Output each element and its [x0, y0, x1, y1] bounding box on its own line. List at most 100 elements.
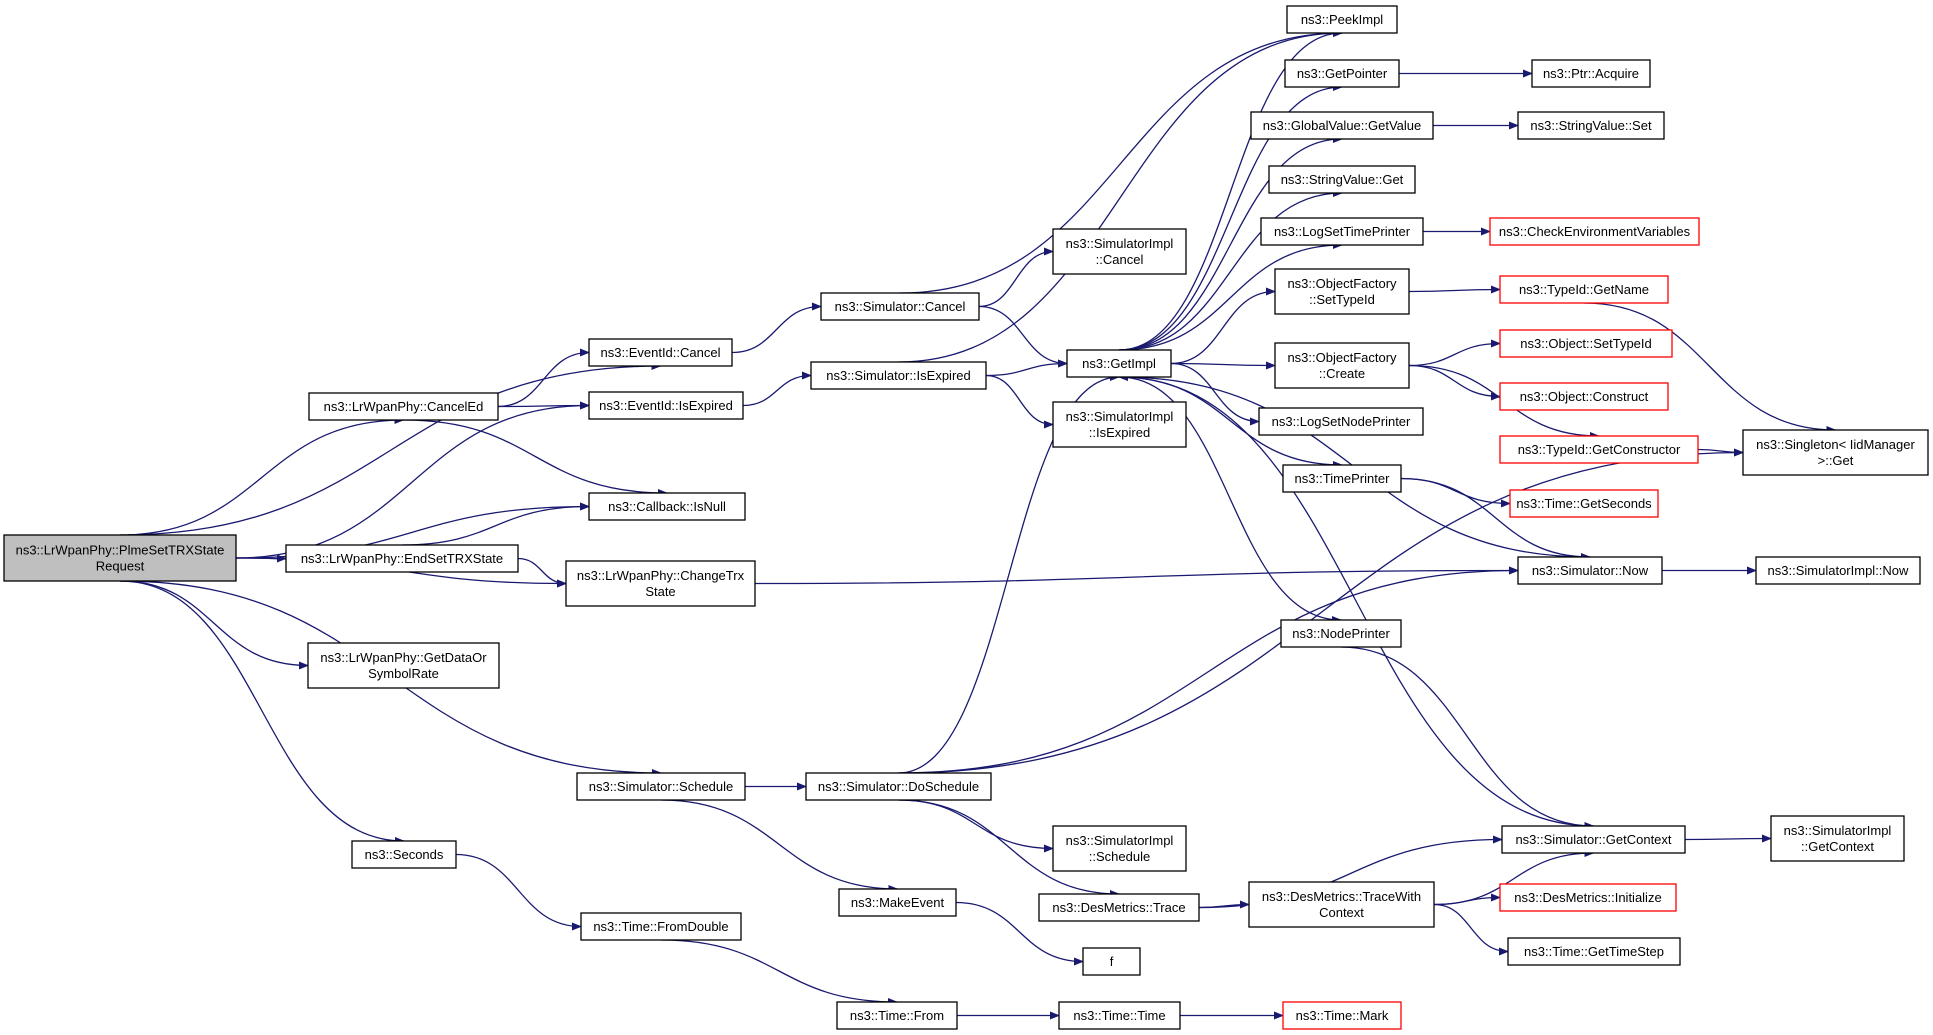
- node-destrace[interactable]: ns3::DesMetrics::Trace: [1038, 893, 1200, 922]
- node-box[interactable]: [1274, 268, 1410, 315]
- node-box[interactable]: [1284, 59, 1400, 88]
- node-box[interactable]: [838, 888, 957, 917]
- node-box[interactable]: [588, 492, 746, 521]
- node-timefrom[interactable]: ns3::Time::From: [836, 1001, 958, 1030]
- node-box[interactable]: [1499, 329, 1673, 358]
- node-simnow[interactable]: ns3::Simulator::Now: [1517, 556, 1663, 585]
- node-peekimpl[interactable]: ns3::PeekImpl: [1286, 5, 1398, 34]
- node-timeprinter[interactable]: ns3::TimePrinter: [1282, 464, 1402, 493]
- node-box[interactable]: [1499, 382, 1669, 411]
- node-timemark[interactable]: ns3::Time::Mark: [1282, 1001, 1402, 1030]
- node-getimpl[interactable]: ns3::GetImpl: [1066, 349, 1172, 378]
- node-box[interactable]: [1499, 435, 1699, 464]
- node-box[interactable]: [351, 840, 457, 869]
- node-ptracquire[interactable]: ns3::Ptr::Acquire: [1531, 59, 1651, 88]
- node-box[interactable]: [576, 772, 746, 801]
- node-box[interactable]: [1501, 825, 1686, 854]
- node-desinit[interactable]: ns3::DesMetrics::Initialize: [1499, 883, 1677, 912]
- node-box[interactable]: [307, 642, 500, 689]
- node-box[interactable]: [580, 912, 742, 941]
- node-box[interactable]: [805, 772, 992, 801]
- node-tidgetctor[interactable]: ns3::TypeId::GetConstructor: [1499, 435, 1699, 464]
- node-logsettime[interactable]: ns3::LogSetTimePrinter: [1260, 217, 1424, 246]
- node-box[interactable]: [1509, 489, 1659, 518]
- node-objsettypeid[interactable]: ns3::Object::SetTypeId: [1499, 329, 1673, 358]
- node-canceled[interactable]: ns3::LrWpanPhy::CancelEd: [308, 392, 499, 421]
- node-getpointer[interactable]: ns3::GetPointer: [1284, 59, 1400, 88]
- node-implcancel[interactable]: ns3::SimulatorImpl::Cancel: [1052, 228, 1187, 275]
- node-endset[interactable]: ns3::LrWpanPhy::EndSetTRXState: [285, 544, 519, 573]
- node-box[interactable]: [1770, 815, 1905, 862]
- node-box[interactable]: [1250, 111, 1434, 140]
- node-nodeprinter[interactable]: ns3::NodePrinter: [1280, 619, 1402, 648]
- node-box[interactable]: [1274, 342, 1410, 389]
- node-box[interactable]: [1507, 937, 1681, 966]
- node-fromdouble[interactable]: ns3::Time::FromDouble: [580, 912, 742, 941]
- node-box[interactable]: [1280, 619, 1402, 648]
- node-box[interactable]: [1531, 59, 1651, 88]
- node-ofsettypeid[interactable]: ns3::ObjectFactory::SetTypeId: [1274, 268, 1410, 315]
- node-timegetsec[interactable]: ns3::Time::GetSeconds: [1509, 489, 1659, 518]
- node-box[interactable]: [1755, 556, 1921, 585]
- node-implisexpired[interactable]: ns3::SimulatorImpl::IsExpired: [1052, 401, 1187, 448]
- node-box[interactable]: [1038, 893, 1200, 922]
- node-box[interactable]: [1286, 5, 1398, 34]
- node-svget[interactable]: ns3::StringValue::Get: [1268, 165, 1416, 194]
- node-box[interactable]: [285, 544, 519, 573]
- node-tidgetname[interactable]: ns3::TypeId::GetName: [1499, 275, 1669, 304]
- node-box[interactable]: [3, 534, 237, 582]
- node-logsetnode[interactable]: ns3::LogSetNodePrinter: [1258, 407, 1424, 436]
- node-isnull[interactable]: ns3::Callback::IsNull: [588, 492, 746, 521]
- node-implnow[interactable]: ns3::SimulatorImpl::Now: [1755, 556, 1921, 585]
- node-box[interactable]: [1248, 881, 1435, 928]
- node-box[interactable]: [1499, 275, 1669, 304]
- node-gvgetvalue[interactable]: ns3::GlobalValue::GetValue: [1250, 111, 1434, 140]
- node-box[interactable]: [1260, 217, 1424, 246]
- node-box[interactable]: [1499, 883, 1677, 912]
- node-checkenv[interactable]: ns3::CheckEnvironmentVariables: [1489, 217, 1700, 246]
- node-box[interactable]: [588, 391, 744, 420]
- node-eventcancel[interactable]: ns3::EventId::Cancel: [588, 338, 733, 367]
- node-box[interactable]: [810, 361, 987, 390]
- node-box[interactable]: [1742, 429, 1929, 476]
- node-timetime[interactable]: ns3::Time::Time: [1058, 1001, 1181, 1030]
- node-singleton[interactable]: ns3::Singleton< IidManager>::Get: [1742, 429, 1929, 476]
- node-objconstruct[interactable]: ns3::Object::Construct: [1499, 382, 1669, 411]
- node-box[interactable]: [1082, 947, 1141, 976]
- node-box[interactable]: [308, 392, 499, 421]
- node-schedule[interactable]: ns3::Simulator::Schedule: [576, 772, 746, 801]
- node-simisexpired[interactable]: ns3::Simulator::IsExpired: [810, 361, 987, 390]
- node-timegetstep[interactable]: ns3::Time::GetTimeStep: [1507, 937, 1681, 966]
- node-implschedule[interactable]: ns3::SimulatorImpl::Schedule: [1052, 825, 1187, 872]
- node-box[interactable]: [1052, 228, 1187, 275]
- node-f[interactable]: f: [1082, 947, 1141, 976]
- node-box[interactable]: [588, 338, 733, 367]
- node-box[interactable]: [1282, 464, 1402, 493]
- node-box[interactable]: [1517, 111, 1665, 140]
- node-box[interactable]: [836, 1001, 958, 1030]
- node-simgetctx[interactable]: ns3::Simulator::GetContext: [1501, 825, 1686, 854]
- node-box[interactable]: [1282, 1001, 1402, 1030]
- node-ofcreate[interactable]: ns3::ObjectFactory::Create: [1274, 342, 1410, 389]
- node-box[interactable]: [1052, 401, 1187, 448]
- node-implgetctx[interactable]: ns3::SimulatorImpl::GetContext: [1770, 815, 1905, 862]
- node-seconds[interactable]: ns3::Seconds: [351, 840, 457, 869]
- node-simcancel[interactable]: ns3::Simulator::Cancel: [820, 292, 980, 321]
- node-box[interactable]: [1517, 556, 1663, 585]
- node-box[interactable]: [565, 560, 756, 607]
- node-box[interactable]: [1489, 217, 1700, 246]
- node-box[interactable]: [1052, 825, 1187, 872]
- node-box[interactable]: [1258, 407, 1424, 436]
- node-doschedule[interactable]: ns3::Simulator::DoSchedule: [805, 772, 992, 801]
- node-box[interactable]: [1066, 349, 1172, 378]
- node-box[interactable]: [1268, 165, 1416, 194]
- node-eventexpired[interactable]: ns3::EventId::IsExpired: [588, 391, 744, 420]
- node-makeevent[interactable]: ns3::MakeEvent: [838, 888, 957, 917]
- node-box[interactable]: [1058, 1001, 1181, 1030]
- node-svset[interactable]: ns3::StringValue::Set: [1517, 111, 1665, 140]
- node-box[interactable]: [820, 292, 980, 321]
